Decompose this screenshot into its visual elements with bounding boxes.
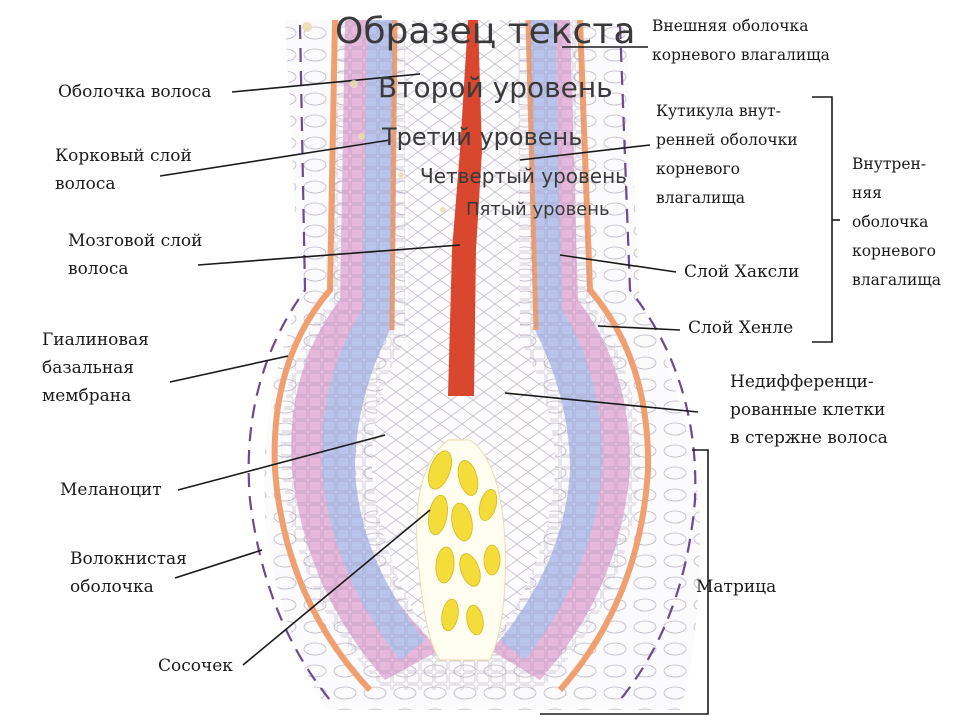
label-undifferentiated-cells: Недифференци-рованные клетки в стержне в…	[730, 372, 888, 448]
medulla	[448, 20, 482, 396]
fibrous-dashes	[247, 24, 697, 701]
overlay-level-1: Образец текста	[335, 11, 636, 52]
bullet-icon	[398, 172, 404, 178]
hyaline-membrane-left	[271, 19, 373, 693]
bullet-icon	[358, 133, 365, 140]
label-huxley-layer: Слой Хаксли	[684, 262, 800, 282]
overlay-level-2: Второй уровень	[378, 71, 613, 104]
papilla-cells	[427, 450, 501, 636]
bullet-icon	[350, 80, 358, 88]
leader-lines	[159, 46, 699, 666]
overlay-level-5: Пятый уровень	[466, 199, 610, 220]
overlay-level-4: Четвертый уровень	[420, 164, 627, 188]
label-matrix: Матрица	[696, 577, 777, 597]
overlay-level-3: Третий уровень	[382, 123, 583, 151]
bullet-icon	[440, 207, 446, 213]
label-papilla: Сосочек	[158, 656, 233, 676]
label-hair-cuticle: Оболочка волоса	[58, 82, 212, 102]
label-melanocyte: Меланоцит	[60, 480, 162, 500]
brackets	[540, 96, 840, 715]
bullet-icon	[302, 22, 312, 32]
label-henle-layer: Слой Хенле	[688, 318, 794, 338]
hyaline-membrane-right	[557, 19, 652, 692]
